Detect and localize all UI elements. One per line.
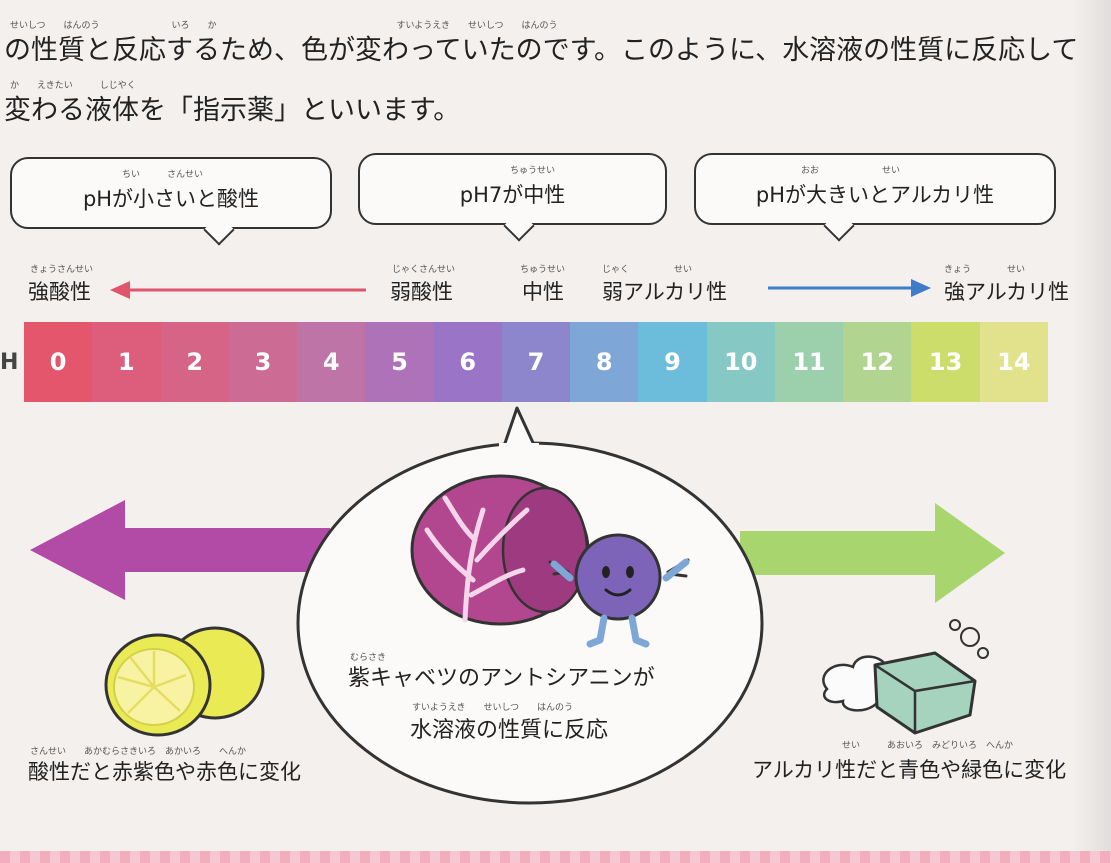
ph-cell-13: 13 [911,322,980,402]
center-line1-ruby: むらさき [350,653,387,663]
bubble-neutral-ruby: ちゅうせい [510,166,556,176]
ph-cell-8: 8 [570,322,639,402]
ph-cell-9: 9 [638,322,707,402]
ph-cell-14: 14 [979,322,1048,402]
bubble-acid-tail [203,214,235,246]
intro-line1-ruby: せいしつ はんのう いろ か すいようえき せいしつ はんのう [10,21,558,31]
strong-alkali-label: 強アルカリ性 [944,280,1070,304]
strong-acid-ruby: きょうさんせい [30,265,94,275]
ph-cell-4: 4 [297,322,366,402]
ph-cell-3: 3 [228,322,298,402]
ph-axis-label: H [0,350,19,375]
strong-acid-label: 強酸性 [28,280,91,304]
weak-acid-ruby: じゃくさんせい [392,265,456,275]
ph-cell-11: 11 [774,322,844,402]
neutral-label: 中性 [522,280,564,304]
ph-cell-5: 5 [365,322,434,402]
soap-illustration [822,619,989,735]
center-line2-ruby: すいようえき せいしつ はんのう [412,703,574,713]
intro-line2-ruby: か えきたい しじやく [10,81,136,91]
right-caption: アルカリ性だと青色や緑色に変化 [752,758,1067,782]
alkali-direction-arrow [768,279,931,297]
bubble-neutral-tail [503,210,535,242]
bubble-acid-ruby: ちい さんせい [122,170,204,180]
intro-line1: の性質と反応するため、色が変わっていたのです。このように、水溶液の性質に反応して [4,35,1079,66]
center-line2: 水溶液の性質に反応 [410,718,609,743]
right-caption-ruby: せい あおいろ みどりいろ へんか [842,741,1014,751]
page-bottom-border [0,851,1111,863]
ph-cell-2: 2 [160,322,229,402]
intro-line2: 変わる液体を「指示薬」といいます。 [4,95,461,126]
left-caption: 酸性だと赤紫色や赤色に変化 [28,760,301,784]
page-edge-shadow [1071,0,1111,863]
alkali-color-arrow [740,503,1005,603]
bubble-alkali-ruby: おお せい [801,166,901,176]
bubble-alkali: おお せい pHが大きいとアルカリ性 [694,153,1056,242]
lemon-illustration [104,626,265,737]
bubble-neutral: ちゅうせい pH7が中性 [358,153,667,242]
mascot-character [548,533,690,648]
ph-cell-12: 12 [843,322,912,402]
center-line1: 紫キャベツのアントシアニンが [348,666,655,691]
neutral-ruby: ちゅうせい [520,265,566,275]
bubble-alkali-tail [823,210,855,242]
weak-alkali-ruby: じゃく せい [602,265,693,275]
bubble-acid-text: pHが小さいと酸性 [82,187,260,211]
weak-acid-label: 弱酸性 [390,280,453,304]
bubble-alkali-text: pHが大きいとアルカリ性 [755,183,995,207]
strong-alkali-ruby: きょう せい [944,265,1026,275]
acid-color-arrow [30,500,330,600]
left-caption-ruby: さんせい あかむらさきいろ あかいろ へんか [30,747,247,757]
acid-direction-arrow [110,281,366,299]
bubble-acid: ちい さんせい pHが小さいと酸性 [10,157,332,246]
weak-alkali-label: 弱アルカリ性 [602,280,728,304]
ph-cell-1: 1 [92,322,161,402]
bubble-neutral-text: pH7が中性 [459,183,566,207]
ph-cell-7: 7 [501,322,571,402]
ph-cell-6: 6 [433,322,502,402]
ph-cell-10: 10 [706,322,775,402]
ph-cell-0: 0 [24,322,93,402]
